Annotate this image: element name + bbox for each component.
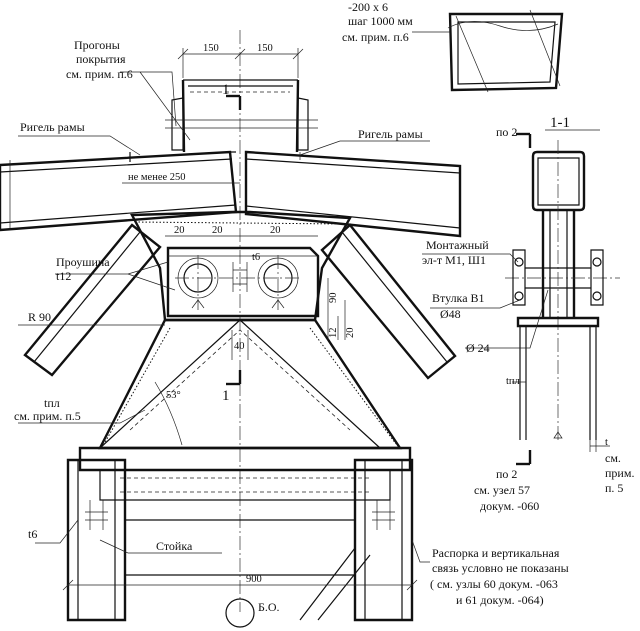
label-brace-4: и 61 докум. -064) bbox=[456, 593, 544, 607]
angle-53: 53° bbox=[166, 390, 181, 401]
label-tpl-1: tпл bbox=[44, 396, 60, 410]
label-note-2: прим. bbox=[605, 466, 634, 480]
label-purlins-2: покрытия bbox=[76, 52, 126, 66]
label-note-1: см. bbox=[605, 451, 621, 465]
right-post bbox=[353, 458, 414, 622]
dim-not-less-250: не менее 250 bbox=[128, 172, 186, 183]
cut-mark-bottom: 1 bbox=[222, 388, 230, 404]
label-note-3: п. 5 bbox=[605, 481, 623, 495]
label-t6-left: t6 bbox=[28, 527, 37, 541]
lower-gusset bbox=[98, 318, 403, 450]
label-t-section: t bbox=[605, 437, 608, 448]
label-purlins-1: Прогоны bbox=[74, 38, 120, 52]
left-post bbox=[66, 458, 127, 622]
dim-20-a: 20 bbox=[174, 225, 185, 236]
dim-t6-mid: t6 bbox=[252, 252, 260, 263]
label-purlins-3: см. прим. п.6 bbox=[66, 67, 133, 81]
label-ref-2: докум. -060 bbox=[480, 499, 539, 513]
section-cut-marks: 1 1 bbox=[222, 82, 242, 404]
label-plate-3: см. прим. п.6 bbox=[342, 30, 409, 44]
dim-150-right: 150 bbox=[257, 43, 273, 54]
dim-12: 12 bbox=[328, 328, 339, 339]
dimension-900: 900 bbox=[62, 574, 418, 591]
leader-lines bbox=[18, 71, 430, 563]
label-tpl-section: tпл bbox=[506, 376, 520, 387]
lug-plate bbox=[166, 246, 320, 318]
dim-90: 90 bbox=[328, 293, 339, 304]
label-ref-1: см. узел 57 bbox=[474, 483, 530, 497]
left-rafter bbox=[0, 150, 238, 232]
dim-20-d: 20 bbox=[345, 328, 356, 339]
label-brace-2: связь условно не показаны bbox=[432, 561, 569, 575]
section-leaders bbox=[422, 253, 549, 349]
label-lug-2: t12 bbox=[56, 269, 71, 283]
dim-900: 900 bbox=[246, 574, 262, 585]
post-between bbox=[125, 519, 371, 621]
label-radius: R 90 bbox=[28, 310, 51, 324]
dimension-150-150: 150 150 bbox=[177, 43, 304, 78]
column-cap bbox=[78, 446, 412, 501]
dim-40: 40 bbox=[234, 341, 245, 352]
cut-mark-top: 1 bbox=[222, 82, 230, 98]
plate-detail bbox=[412, 9, 564, 93]
label-po2-top: по 2 bbox=[496, 125, 517, 139]
section-1-1 bbox=[505, 129, 620, 466]
label-mount-1: Монтажный bbox=[426, 238, 489, 252]
axis-bubble: Б.О. bbox=[225, 598, 280, 628]
label-bush-2: Ø48 bbox=[440, 307, 461, 321]
label-plate-1: -200 х 6 bbox=[348, 0, 388, 14]
label-rafter-left: Ригель рамы bbox=[20, 120, 85, 134]
upper-braces bbox=[23, 223, 457, 380]
angle-53-mark: 53° bbox=[154, 381, 183, 446]
label-post: Стойка bbox=[156, 539, 193, 553]
dim-20-c: 20 bbox=[270, 225, 281, 236]
dim-150-left: 150 bbox=[203, 43, 219, 54]
label-lug-1: Проушина bbox=[56, 255, 110, 269]
label-tpl-2: см. прим. п.5 bbox=[14, 409, 81, 423]
dim-20-b: 20 bbox=[212, 225, 223, 236]
purlin-section bbox=[165, 79, 318, 153]
label-plate-2: шаг 1000 мм bbox=[348, 14, 413, 28]
label-brace-3: ( см. узлы 60 докум. -063 bbox=[430, 577, 558, 591]
lug-dimensions: 20 20 20 t6 90 12 20 40 не менее 250 bbox=[122, 172, 356, 360]
label-rafter-right: Ригель рамы bbox=[358, 127, 423, 141]
axis-label-bo: Б.О. bbox=[258, 600, 280, 614]
section-title: 1-1 bbox=[550, 115, 570, 131]
label-pin-dia: Ø 24 bbox=[466, 341, 490, 355]
label-po2-bottom: по 2 bbox=[496, 467, 517, 481]
label-brace-1: Распорка и вертикальная bbox=[432, 546, 560, 560]
label-bush-1: Втулка В1 bbox=[432, 291, 485, 305]
label-mount-2: эл-т М1, Ш1 bbox=[422, 253, 486, 267]
right-rafter bbox=[244, 150, 462, 238]
